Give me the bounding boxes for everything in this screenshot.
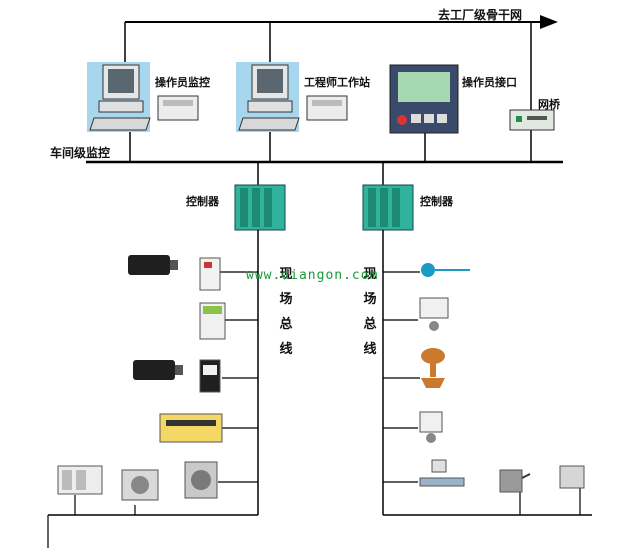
servo-motor-1 bbox=[128, 255, 178, 275]
engineer-station-label: 工程师工作站 bbox=[304, 76, 370, 89]
engineer-workstation bbox=[236, 62, 348, 132]
fieldbus-right-lines bbox=[382, 230, 592, 516]
fieldbus-left-lines bbox=[47, 230, 259, 548]
controller-left-label: 控制器 bbox=[186, 195, 219, 208]
actuator-2 bbox=[559, 465, 585, 489]
fieldbus-right-label: 现场总线 bbox=[363, 267, 377, 357]
workshop-monitor-label: 车间级监控 bbox=[50, 146, 111, 160]
backbone-network bbox=[124, 15, 558, 112]
controller-right-label: 控制器 bbox=[420, 195, 453, 208]
temperature-sensor bbox=[421, 263, 470, 277]
io-module bbox=[199, 302, 226, 340]
level-transmitter bbox=[419, 411, 443, 443]
operator-monitor-label: 操作员监控 bbox=[155, 76, 210, 89]
flow-meter bbox=[419, 459, 465, 487]
watermark: www.diangon.com bbox=[246, 268, 379, 283]
network-bridge bbox=[509, 109, 555, 131]
fieldbus-left-label: 现场总线 bbox=[279, 267, 293, 357]
controller-left bbox=[234, 184, 286, 231]
terminal-block bbox=[159, 413, 223, 443]
plc-rack bbox=[57, 465, 103, 495]
actuator-1 bbox=[499, 469, 531, 493]
gear-motor bbox=[184, 461, 218, 499]
control-valve bbox=[421, 348, 445, 388]
controller-right bbox=[362, 184, 414, 231]
operator-interface-label: 操作员接口 bbox=[462, 76, 517, 89]
pressure-transmitter bbox=[419, 297, 449, 331]
backbone-label: 去工厂级骨干网 bbox=[438, 8, 523, 22]
operator-interface-panel bbox=[389, 64, 459, 134]
operator-monitor-station bbox=[87, 62, 199, 132]
pump-motor bbox=[121, 469, 159, 501]
servo-motor-2 bbox=[133, 360, 183, 380]
bridge-label: 网桥 bbox=[538, 98, 560, 111]
workshop-bus bbox=[86, 130, 563, 185]
drive-unit-2 bbox=[199, 359, 221, 393]
drive-unit-1 bbox=[199, 257, 221, 291]
